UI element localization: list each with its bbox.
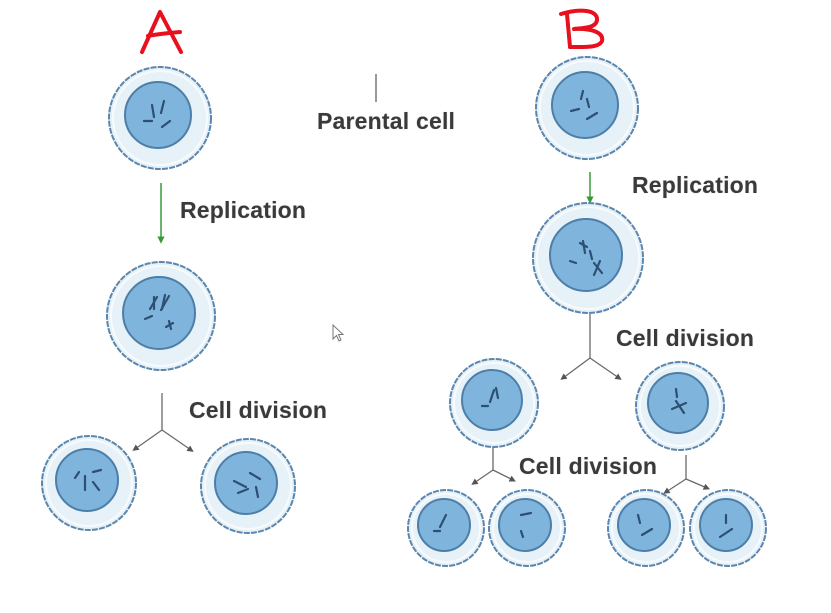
- b-division-arrow-2-left: [471, 447, 516, 485]
- chromosome: [148, 295, 159, 311]
- chromosome: [569, 107, 581, 113]
- cell-membrane-highlight: [611, 493, 681, 563]
- chromosome: [488, 388, 496, 404]
- b-replicated-cell: [532, 202, 644, 314]
- nucleus: [55, 448, 119, 512]
- chromosome: [254, 485, 260, 499]
- a-cell-division-label: Cell division: [189, 397, 328, 423]
- chromosome: [578, 241, 589, 249]
- chromosome: [585, 97, 591, 109]
- chromosome: [519, 511, 533, 517]
- chromosome: [674, 399, 686, 415]
- chromosome: [160, 119, 172, 129]
- a-parental-cell: [108, 66, 212, 170]
- chromosome: [167, 319, 173, 331]
- chromosome: [248, 471, 262, 481]
- chromosome: [494, 386, 500, 400]
- chromosome: [674, 387, 679, 399]
- b-division-arrow-1: [560, 310, 622, 380]
- chromosome: [588, 249, 594, 261]
- chromosome: [159, 294, 171, 312]
- b-cell-division-label-2: Cell division: [519, 453, 658, 479]
- parental-cell-label: Parental cell: [317, 108, 456, 134]
- nucleus: [498, 498, 552, 552]
- nucleus: [461, 369, 523, 431]
- chromosome: [91, 480, 101, 492]
- cell-membrane-highlight: [453, 362, 535, 444]
- a-daughter-cell-right: [200, 438, 296, 534]
- chromosome: [143, 314, 154, 321]
- b-parental-cell: [535, 56, 639, 160]
- nucleus: [122, 276, 196, 350]
- cell-membrane-highlight: [45, 439, 133, 527]
- cell-membrane-highlight: [492, 493, 562, 563]
- chromosome: [519, 529, 525, 539]
- cell-membrane-highlight: [112, 70, 208, 166]
- b-daughter-cell-right: [635, 361, 725, 451]
- cell-membrane-highlight: [411, 493, 481, 563]
- b-granddaughter-cell-2: [488, 489, 566, 567]
- b-granddaughter-cell-4: [689, 489, 767, 567]
- cell-membrane-highlight: [539, 60, 635, 156]
- chromosome: [568, 259, 578, 265]
- nucleus: [417, 498, 471, 552]
- a-division-arrow: [132, 393, 194, 452]
- chromosome: [91, 468, 103, 474]
- cell-membrane-highlight: [536, 206, 640, 310]
- chromosome: [150, 103, 156, 119]
- panel-marker-b: [559, 8, 605, 50]
- nucleus: [214, 451, 278, 515]
- chromosome: [438, 513, 448, 529]
- chromosome: [579, 89, 585, 101]
- cell-membrane-highlight: [693, 493, 763, 563]
- panel-marker-a: [140, 10, 183, 54]
- nucleus: [617, 498, 671, 552]
- a-replicated-cell: [106, 261, 216, 371]
- mouse-cursor-icon: [332, 323, 345, 342]
- chromosome: [592, 259, 602, 277]
- chromosome: [636, 513, 642, 525]
- cell-membrane-highlight: [639, 365, 721, 447]
- a-daughter-cell-left: [41, 435, 137, 531]
- chromosome: [232, 479, 248, 489]
- b-granddaughter-cell-1: [407, 489, 485, 567]
- b-granddaughter-cell-3: [607, 489, 685, 567]
- chromosome: [581, 239, 587, 255]
- chromosome: [236, 487, 250, 495]
- b-division-arrow-2-right: [663, 455, 710, 494]
- b-daughter-cell-left: [449, 358, 539, 448]
- chromosome: [640, 527, 654, 537]
- b-replication-label: Replication: [632, 172, 759, 198]
- nucleus: [549, 218, 623, 292]
- nucleus: [551, 71, 619, 139]
- cell-membrane-highlight: [204, 442, 292, 530]
- chromosome: [73, 470, 81, 480]
- chromosome: [159, 99, 166, 115]
- b-cell-division-label-1: Cell division: [616, 325, 755, 351]
- a-replication-label: Replication: [180, 197, 307, 223]
- cell-membrane-highlight: [110, 265, 212, 367]
- chromosome: [718, 527, 734, 539]
- nucleus: [124, 81, 192, 149]
- nucleus: [699, 498, 753, 552]
- chromosome: [585, 111, 599, 121]
